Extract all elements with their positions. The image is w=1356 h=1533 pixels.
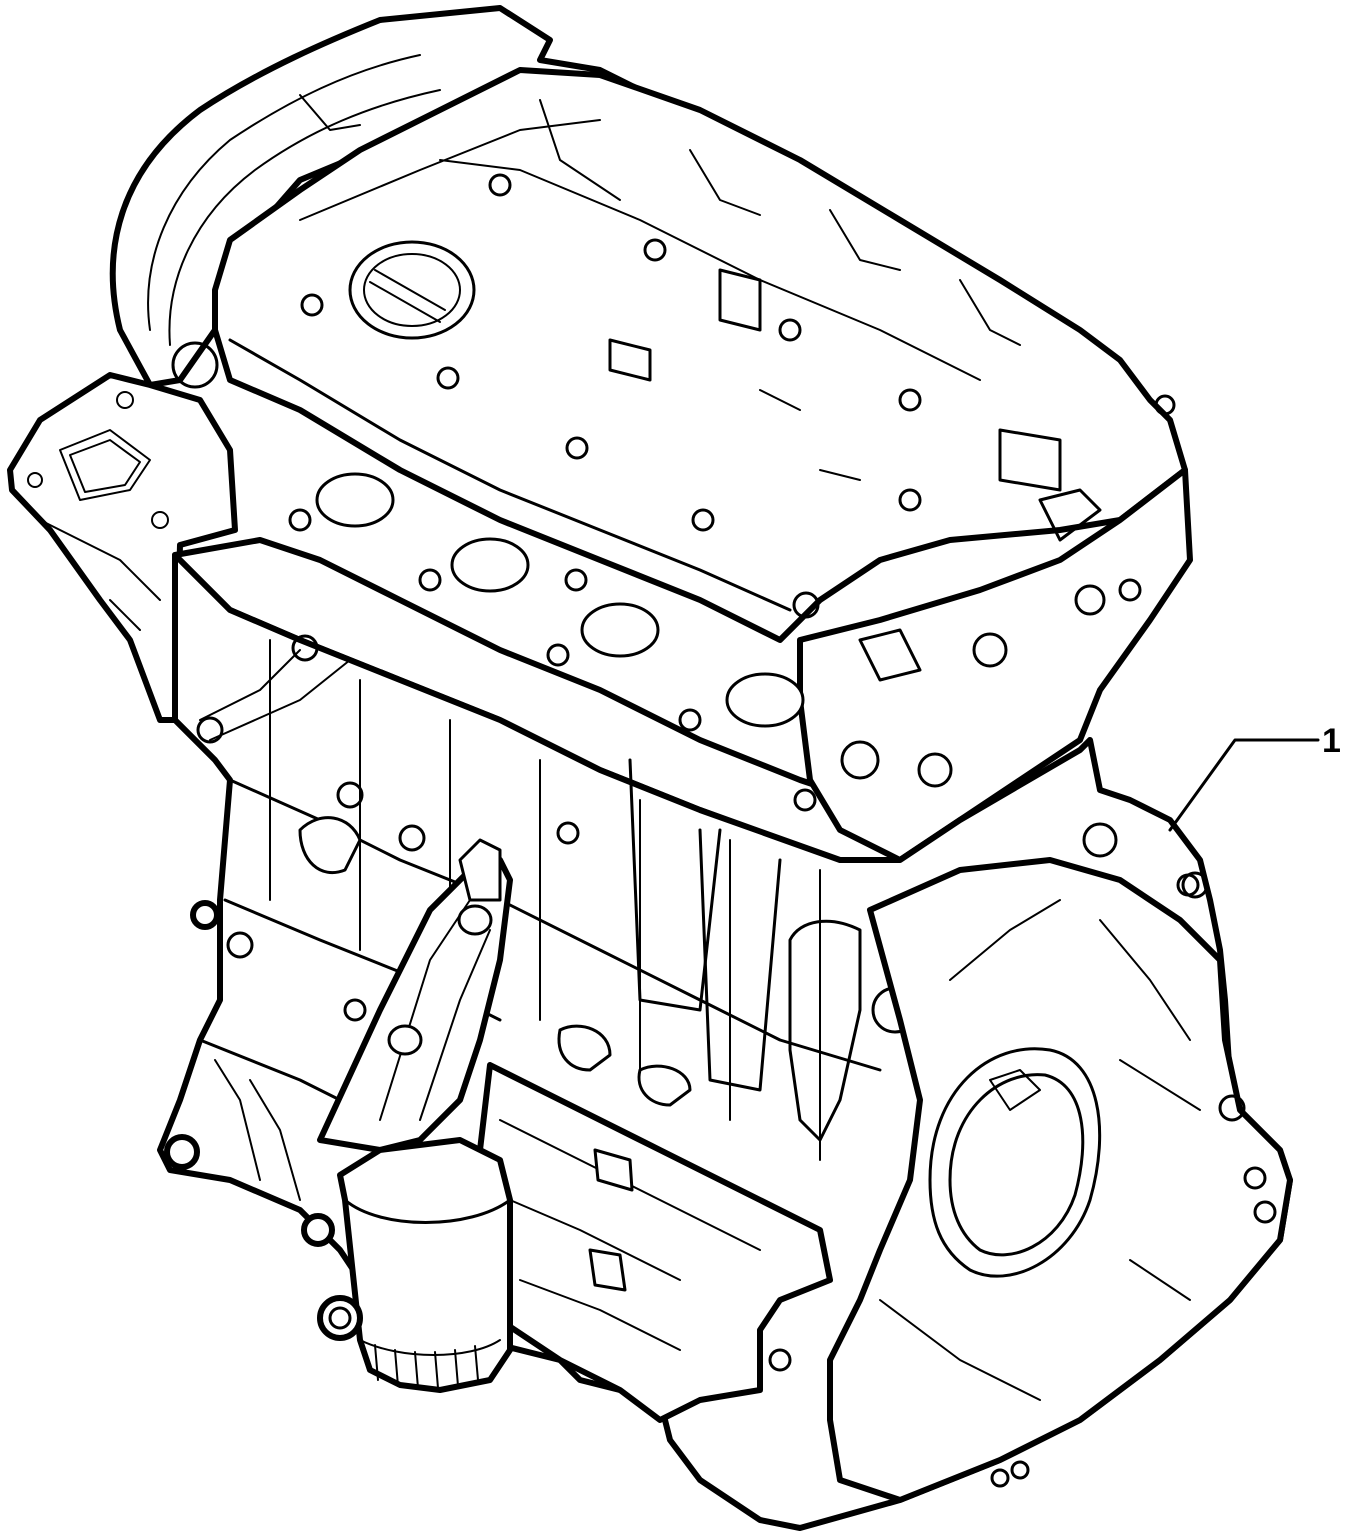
- cylinder-head-cover: [212, 67, 1188, 643]
- cylinder-head: [172, 467, 1193, 863]
- flywheel-housing: [768, 857, 1293, 1503]
- oil-filter: [317, 1137, 513, 1393]
- block-side-flange: [158, 900, 335, 1247]
- callout-1-label: 1: [1322, 722, 1341, 760]
- cover-bolts: [300, 173, 1176, 619]
- oil-pan: [477, 1062, 833, 1423]
- callout-1: 1: [1168, 722, 1341, 832]
- engine-mount-bracket: [7, 372, 238, 723]
- oil-filter-bracket: [317, 838, 513, 1172]
